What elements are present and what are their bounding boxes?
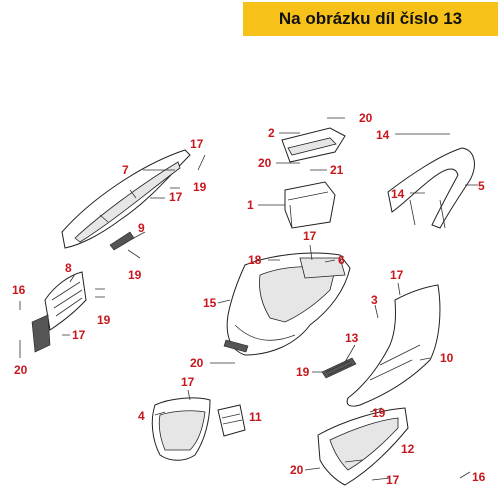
- callout-12: 12: [401, 442, 415, 456]
- part-grab-handle: [387, 147, 475, 229]
- callout-20: 20: [190, 356, 204, 370]
- callout-17: 17: [303, 229, 317, 243]
- callout-19: 19: [193, 180, 207, 194]
- callout-20: 20: [14, 363, 28, 377]
- part-grille: [321, 357, 357, 379]
- callout-19: 19: [128, 268, 142, 282]
- part-lower-side-panel: [317, 407, 409, 486]
- callout-14: 14: [376, 128, 390, 142]
- leader-lines: [19, 117, 478, 481]
- part-right-side-cover: [346, 284, 441, 407]
- callout-19: 19: [296, 365, 310, 379]
- callout-17: 17: [169, 190, 183, 204]
- callout-14: 14: [391, 187, 405, 201]
- callout-5: 5: [478, 179, 485, 193]
- callout-17: 17: [72, 328, 86, 342]
- callout-7: 7: [122, 163, 129, 177]
- callout-16: 16: [472, 470, 486, 484]
- callout-15: 15: [203, 296, 217, 310]
- callout-10: 10: [440, 351, 454, 365]
- callout-13: 13: [345, 331, 359, 345]
- callout-20: 20: [258, 156, 272, 170]
- callout-9: 9: [138, 221, 145, 235]
- callout-1: 1: [247, 198, 254, 212]
- callout-4: 4: [138, 409, 145, 423]
- callout-17: 17: [390, 268, 404, 282]
- callout-labels: 7 17 19 17 2 20 20 21 1 14 14 5 9 19 18 …: [12, 111, 486, 487]
- part-underseat-storage: [223, 252, 351, 356]
- banner: Na obrázku díl číslo 13: [243, 2, 498, 36]
- callout-11: 11: [249, 410, 262, 424]
- callout-6: 6: [338, 253, 345, 267]
- callout-18: 18: [248, 253, 262, 267]
- callout-8: 8: [65, 261, 72, 275]
- callout-3: 3: [371, 293, 378, 307]
- part-plate-holder: [217, 404, 246, 437]
- callout-17: 17: [190, 137, 204, 151]
- callout-2: 2: [268, 126, 275, 140]
- part-left-panel: [31, 271, 87, 353]
- part-trim-piece: [109, 231, 135, 251]
- callout-21: 21: [330, 163, 344, 177]
- callout-20: 20: [359, 111, 373, 125]
- part-cover-plate: [281, 127, 346, 163]
- callout-17: 17: [181, 375, 195, 389]
- callout-17: 17: [386, 473, 400, 487]
- part-rear-side-cover: [61, 149, 191, 249]
- banner-text: Na obrázku díl číslo 13: [278, 9, 463, 28]
- callout-19: 19: [97, 313, 111, 327]
- callout-19: 19: [372, 406, 386, 420]
- part-front-lower-panel: [151, 397, 211, 461]
- callout-16: 16: [12, 283, 26, 297]
- part-battery-box: [284, 181, 336, 229]
- callout-20: 20: [290, 463, 304, 477]
